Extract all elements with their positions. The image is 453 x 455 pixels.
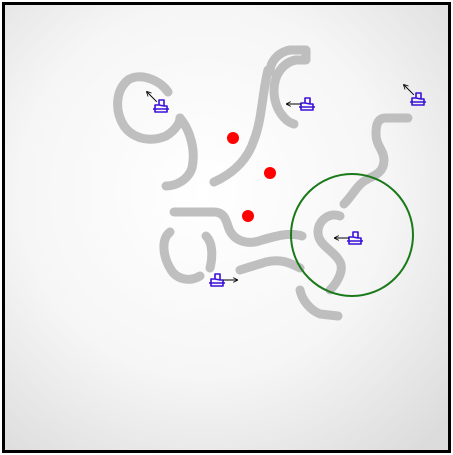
agent-5-robot-icon[interactable]	[208, 273, 237, 287]
wall-segment	[295, 285, 343, 321]
target-3-dot-icon[interactable]	[242, 210, 254, 222]
heading-arrow-icon	[147, 92, 158, 103]
wall-segment	[235, 256, 305, 275]
wall-segment	[201, 231, 217, 273]
target-2-dot-icon[interactable]	[264, 167, 276, 179]
wall-segment	[339, 113, 413, 209]
wall-segment	[113, 72, 185, 144]
wall-segment	[169, 207, 307, 247]
target-1-dot-icon[interactable]	[227, 132, 239, 144]
selection-ring	[290, 173, 414, 297]
wall-segment	[159, 227, 205, 284]
wall-segment	[269, 55, 301, 129]
targets-layer	[227, 132, 276, 222]
wall-segment	[161, 113, 198, 191]
agent-1-robot-icon[interactable]	[147, 92, 170, 113]
wall-segment	[209, 65, 273, 187]
agent-3-robot-icon[interactable]	[404, 85, 427, 106]
maze-walls	[113, 45, 413, 321]
agents-layer	[147, 85, 427, 287]
agent-2-robot-icon[interactable]	[287, 97, 316, 111]
agent-4-robot-icon[interactable]	[335, 231, 364, 245]
heading-arrow-icon	[404, 85, 415, 96]
wall-segment	[313, 210, 346, 295]
